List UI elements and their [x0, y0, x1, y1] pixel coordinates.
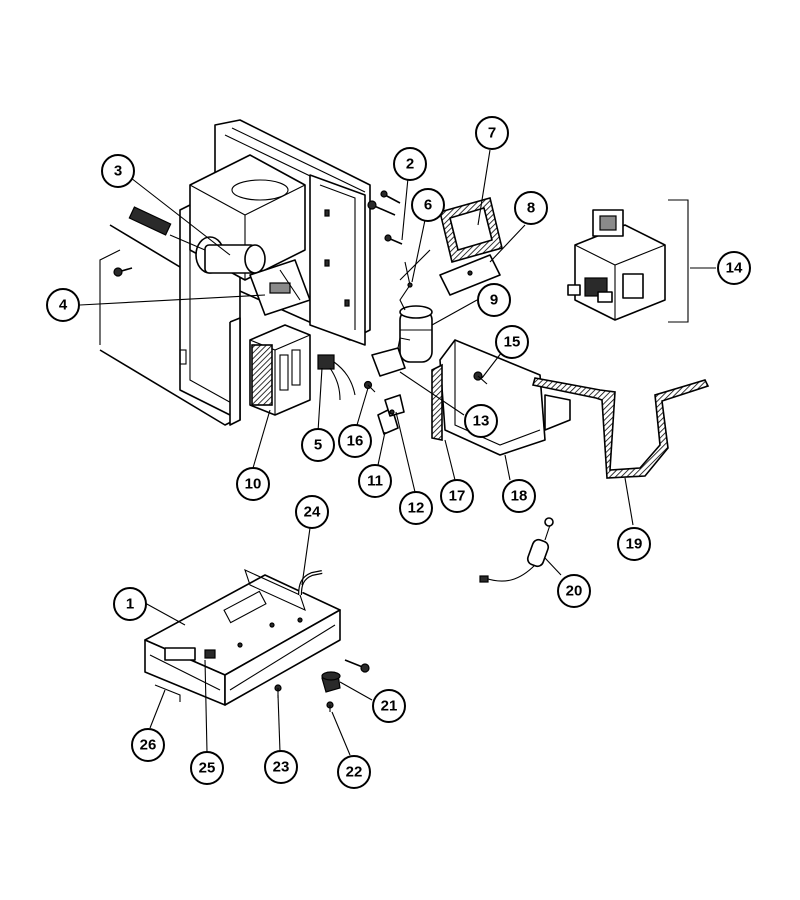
callout-21: 21 [372, 689, 406, 723]
svg-text:4: 4 [59, 297, 68, 314]
pad-8 [439, 254, 501, 296]
base-pan-1 [144, 568, 341, 706]
callout-14: 14 [717, 251, 751, 285]
callout-12: 12 [399, 491, 433, 525]
svg-text:17: 17 [449, 488, 466, 505]
gasket-19 [531, 377, 710, 479]
callout-16: 16 [338, 424, 372, 458]
callout-2: 2 [393, 147, 427, 181]
panel-17 [431, 363, 443, 441]
bracket-14 [668, 199, 689, 323]
callout-23: 23 [264, 750, 298, 784]
callout-11: 11 [358, 464, 392, 498]
svg-text:8: 8 [527, 200, 535, 217]
callout-25: 25 [190, 751, 224, 785]
svg-text:2: 2 [406, 156, 414, 173]
svg-text:15: 15 [504, 334, 521, 351]
svg-text:19: 19 [626, 536, 643, 553]
svg-text:25: 25 [199, 760, 216, 777]
svg-text:9: 9 [490, 292, 498, 309]
callout-13: 13 [464, 404, 498, 438]
callout-15: 15 [495, 325, 529, 359]
svg-text:20: 20 [566, 583, 583, 600]
back-plate [309, 174, 366, 346]
callout-22: 22 [337, 755, 371, 789]
callout-18: 18 [502, 479, 536, 513]
svg-text:1: 1 [126, 596, 134, 613]
callout-17: 17 [440, 479, 474, 513]
fan-motor-14 [567, 209, 666, 321]
svg-text:16: 16 [347, 433, 364, 450]
svg-text:14: 14 [726, 260, 743, 277]
clip-11-12 [377, 394, 405, 435]
sensor-20 [479, 517, 554, 583]
svg-text:6: 6 [424, 197, 432, 214]
svg-text:22: 22 [346, 764, 363, 781]
switch-5 [317, 354, 356, 401]
callout-8: 8 [514, 191, 548, 225]
capacitor-9 [399, 305, 433, 363]
callout-3: 3 [101, 154, 135, 188]
screw-16 [363, 380, 376, 393]
svg-text:21: 21 [381, 698, 398, 715]
callout-26: 26 [131, 728, 165, 762]
svg-text:7: 7 [488, 125, 496, 142]
svg-text:5: 5 [314, 437, 322, 454]
svg-text:23: 23 [273, 759, 290, 776]
callout-9: 9 [477, 283, 511, 317]
screw-15 [473, 371, 488, 385]
callout-24: 24 [295, 495, 329, 529]
svg-text:24: 24 [304, 504, 321, 521]
callout-20: 20 [557, 574, 591, 608]
callout-5: 5 [301, 428, 335, 462]
wire-6 [399, 261, 413, 311]
bracket-13 [371, 337, 411, 377]
gasket-7 [439, 197, 503, 263]
screw-2 [367, 190, 403, 245]
magnetron-3 [128, 206, 266, 274]
svg-text:18: 18 [511, 488, 528, 505]
callout-10: 10 [236, 467, 270, 501]
callout-6: 6 [411, 188, 445, 222]
transformer-10 [249, 324, 311, 416]
svg-text:10: 10 [245, 476, 262, 493]
svg-text:13: 13 [473, 413, 490, 430]
callout-7: 7 [475, 116, 509, 150]
callout-19: 19 [617, 527, 651, 561]
svg-text:12: 12 [408, 500, 425, 517]
svg-text:3: 3 [114, 163, 122, 180]
bracket-4 [249, 259, 311, 316]
svg-text:11: 11 [367, 473, 383, 490]
svg-text:26: 26 [140, 737, 157, 754]
screw-21-22-23 [274, 659, 370, 712]
callout-1: 1 [113, 587, 147, 621]
callout-4: 4 [46, 288, 80, 322]
leader-lines [79, 149, 716, 756]
screw-left [113, 267, 133, 277]
